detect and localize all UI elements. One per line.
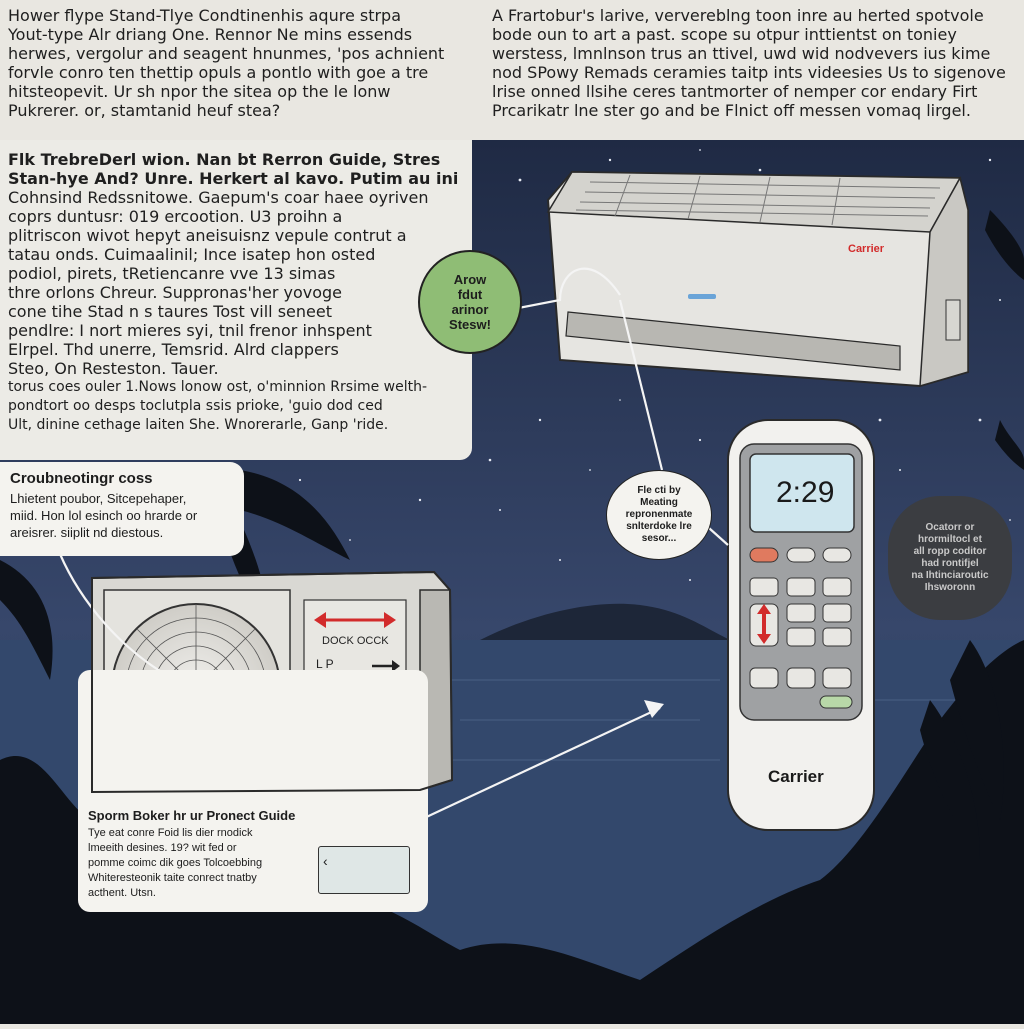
top-left-paragraph: Hower flype Stand-Tlye Condtinenhis aqur… — [8, 6, 478, 120]
outdoor-panel-label: DOCK OCCK — [322, 635, 389, 647]
remote-display — [749, 453, 855, 533]
troubleshooting-text: Lhietent poubor, Sitcepehaper, miid. Hon… — [10, 491, 198, 540]
troubleshooting-title: Croubneotingr coss — [10, 470, 153, 487]
main-guide-body: Cohnsind Redssnitowe. Gaepum's coar haee… — [8, 188, 429, 378]
remote-tip-text: Fle cti by Meating repronenmate snlterdo… — [625, 485, 693, 544]
indoor-unit: Carrier — [546, 170, 969, 388]
top-left-paragraph-text: Hower flype Stand-Tlye Condtinenhis aqur… — [8, 6, 445, 120]
filter-box-icon: ‹ — [318, 846, 410, 894]
green-tip-text: Arow fdut arinor Stesw! — [449, 272, 491, 332]
remote-tip-bubble: Fle cti by Meating repronenmate snlterdo… — [606, 470, 712, 560]
top-right-paragraph-text: A Frartobur's larive, ververeblng toon i… — [492, 6, 1006, 120]
remote-brand: Carrier — [768, 767, 824, 786]
island-silhouette — [480, 603, 730, 650]
main-guide-footer: torus coes ouler 1.Nows lonow ost, o'min… — [8, 379, 428, 433]
bottom-guide-text: Tye eat conre Foid lis dier rnodick lmee… — [88, 827, 263, 899]
arrow-to-remote — [644, 700, 664, 718]
outdoor-panel-sub: L P — [316, 657, 334, 671]
dark-tip-bubble: Ocatorr or hrormiltocl et all ropp codit… — [888, 496, 1012, 620]
dark-tip-text: Ocatorr or hrormiltocl et all ropp codit… — [911, 522, 989, 593]
main-guide-panel: Flk TrebreDerl wion. Nan bt Rerron Guide… — [0, 140, 472, 460]
green-tip-bubble: Arow fdut arinor Stesw! — [418, 250, 522, 354]
troubleshooting-callout: Croubneotingr coss Lhietent poubor, Sitc… — [0, 462, 244, 556]
foliage-silhouettes — [0, 210, 1024, 1024]
remote-display-time: 2:29 — [776, 476, 834, 509]
bottom-guide-title: Sporm Boker hr ur Pronect Guide — [88, 808, 296, 823]
pointer-lines — [58, 267, 729, 821]
main-guide-heading: Flk TrebreDerl wion. Nan bt Rerron Guide… — [8, 150, 459, 188]
remote-control: 2:29 Carrier — [727, 419, 875, 831]
top-right-paragraph: A Frartobur's larive, ververeblng toon i… — [492, 6, 1018, 120]
indoor-status-light — [688, 294, 716, 299]
indoor-unit-brand: Carrier — [848, 243, 885, 255]
